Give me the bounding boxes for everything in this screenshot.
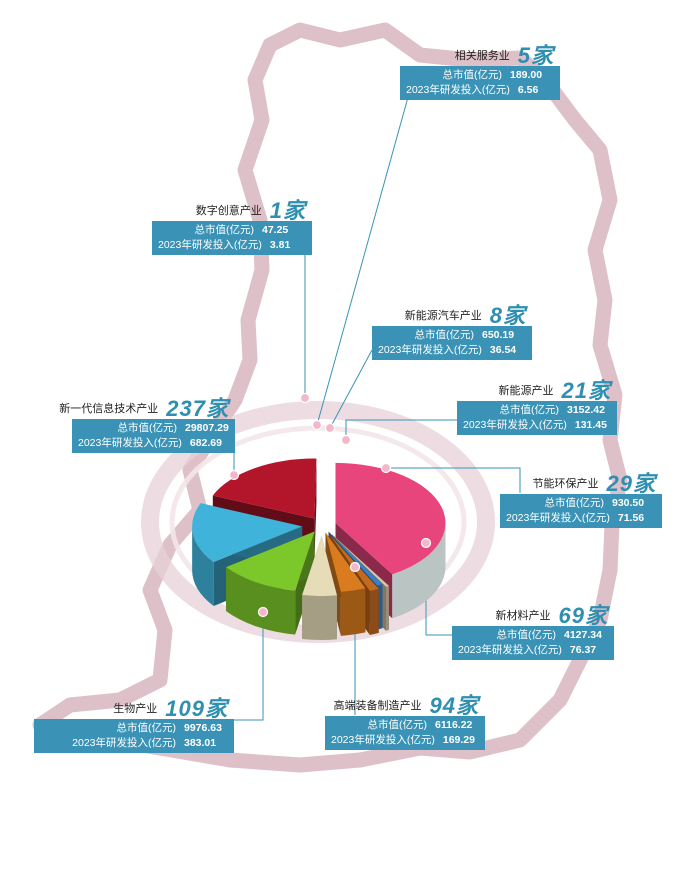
metric-label: 总市值(亿元) [496, 629, 557, 641]
rd-investment: 76.37 [569, 644, 597, 656]
leader-line [234, 612, 264, 721]
sector-name: 新材料产业 [495, 610, 551, 622]
sector-name: 新一代信息技术产业 [59, 403, 159, 415]
metric-label: 2023年研发投入(亿元) [463, 419, 567, 431]
company-count: 5家 [517, 43, 554, 68]
leader-dot [228, 469, 240, 481]
metric-label: 2023年研发投入(亿元) [458, 644, 562, 656]
sector-name: 相关服务业 [454, 50, 510, 62]
rd-investment: 682.69 [189, 437, 222, 449]
market-value: 930.50 [612, 497, 645, 509]
leader-dot [349, 561, 361, 573]
leader-dot [311, 419, 323, 431]
sector-name: 数字创意产业 [195, 205, 262, 217]
rd-investment: 3.81 [269, 239, 291, 251]
company-count: 109家 [165, 696, 228, 721]
market-value: 650.19 [482, 329, 515, 341]
metric-label: 2023年研发投入(亿元) [78, 437, 182, 449]
metric-label: 总市值(亿元) [117, 422, 178, 434]
pie-slice [226, 531, 315, 635]
pie-slices [192, 458, 446, 640]
company-count: 237家 [166, 396, 229, 421]
leader-dot [257, 606, 269, 618]
metric-label: 2023年研发投入(亿元) [506, 512, 610, 524]
metric-label: 总市值(亿元) [544, 497, 605, 509]
company-count: 94家 [429, 693, 479, 718]
rd-investment: 169.29 [442, 734, 475, 746]
leader-dot [299, 392, 311, 404]
company-count: 1家 [269, 198, 306, 223]
metric-label: 2023年研发投入(亿元) [378, 344, 482, 356]
company-count: 8家 [489, 303, 526, 328]
metric-box: 总市值(亿元) 9976.63 2023年研发投入(亿元) 383.01 [34, 719, 234, 753]
leader-dot [324, 422, 336, 434]
leader-line [345, 419, 457, 440]
metric-label: 总市值(亿元) [442, 69, 503, 81]
metric-label: 2023年研发投入(亿元) [158, 239, 262, 251]
market-value: 3152.42 [567, 404, 605, 416]
sector-name: 高端装备制造产业 [333, 700, 422, 712]
leader-dot [380, 462, 392, 474]
leader-dot [420, 537, 432, 549]
metric-label: 2023年研发投入(亿元) [406, 84, 510, 96]
metric-label: 总市值(亿元) [414, 329, 475, 341]
leader-line [316, 89, 411, 426]
market-value: 4127.34 [564, 629, 602, 641]
metric-label: 总市值(亿元) [194, 224, 255, 236]
metric-label: 2023年研发投入(亿元) [72, 737, 176, 749]
sector-name: 新能源汽车产业 [404, 310, 482, 322]
market-value: 47.25 [262, 224, 289, 236]
rd-investment: 6.56 [517, 84, 539, 96]
province-outline-shape [32, 22, 628, 773]
callout-card: 生物产业 109家总市值(亿元) 9976.63 2023年研发投入(亿元) 383.0… [34, 693, 234, 753]
market-value: 189.00 [510, 69, 543, 81]
pie-slice [302, 535, 337, 640]
metric-label: 2023年研发投入(亿元) [331, 734, 435, 746]
company-count: 29家 [606, 471, 656, 496]
sector-name: 节能环保产业 [532, 478, 599, 490]
rd-investment: 383.01 [184, 737, 217, 749]
rd-investment: 71.56 [617, 512, 645, 524]
leader-line [386, 467, 521, 493]
market-value: 29807.29 [185, 422, 229, 434]
sector-name: 生物产业 [113, 703, 158, 715]
market-value: 9976.63 [184, 722, 222, 734]
company-count: 21家 [561, 378, 611, 403]
sector-name: 新能源产业 [498, 385, 554, 397]
rd-investment: 36.54 [489, 344, 517, 356]
leader-line [329, 349, 373, 429]
market-value: 6116.22 [435, 719, 473, 731]
rd-investment: 131.45 [574, 419, 607, 431]
metric-label: 总市值(亿元) [499, 404, 560, 416]
leader-dot [340, 434, 352, 446]
leader-dots [228, 392, 432, 618]
metric-label: 总市值(亿元) [116, 722, 177, 734]
leader-lines [233, 89, 521, 721]
company-count: 69家 [558, 603, 608, 628]
metric-label: 总市值(亿元) [367, 719, 428, 731]
